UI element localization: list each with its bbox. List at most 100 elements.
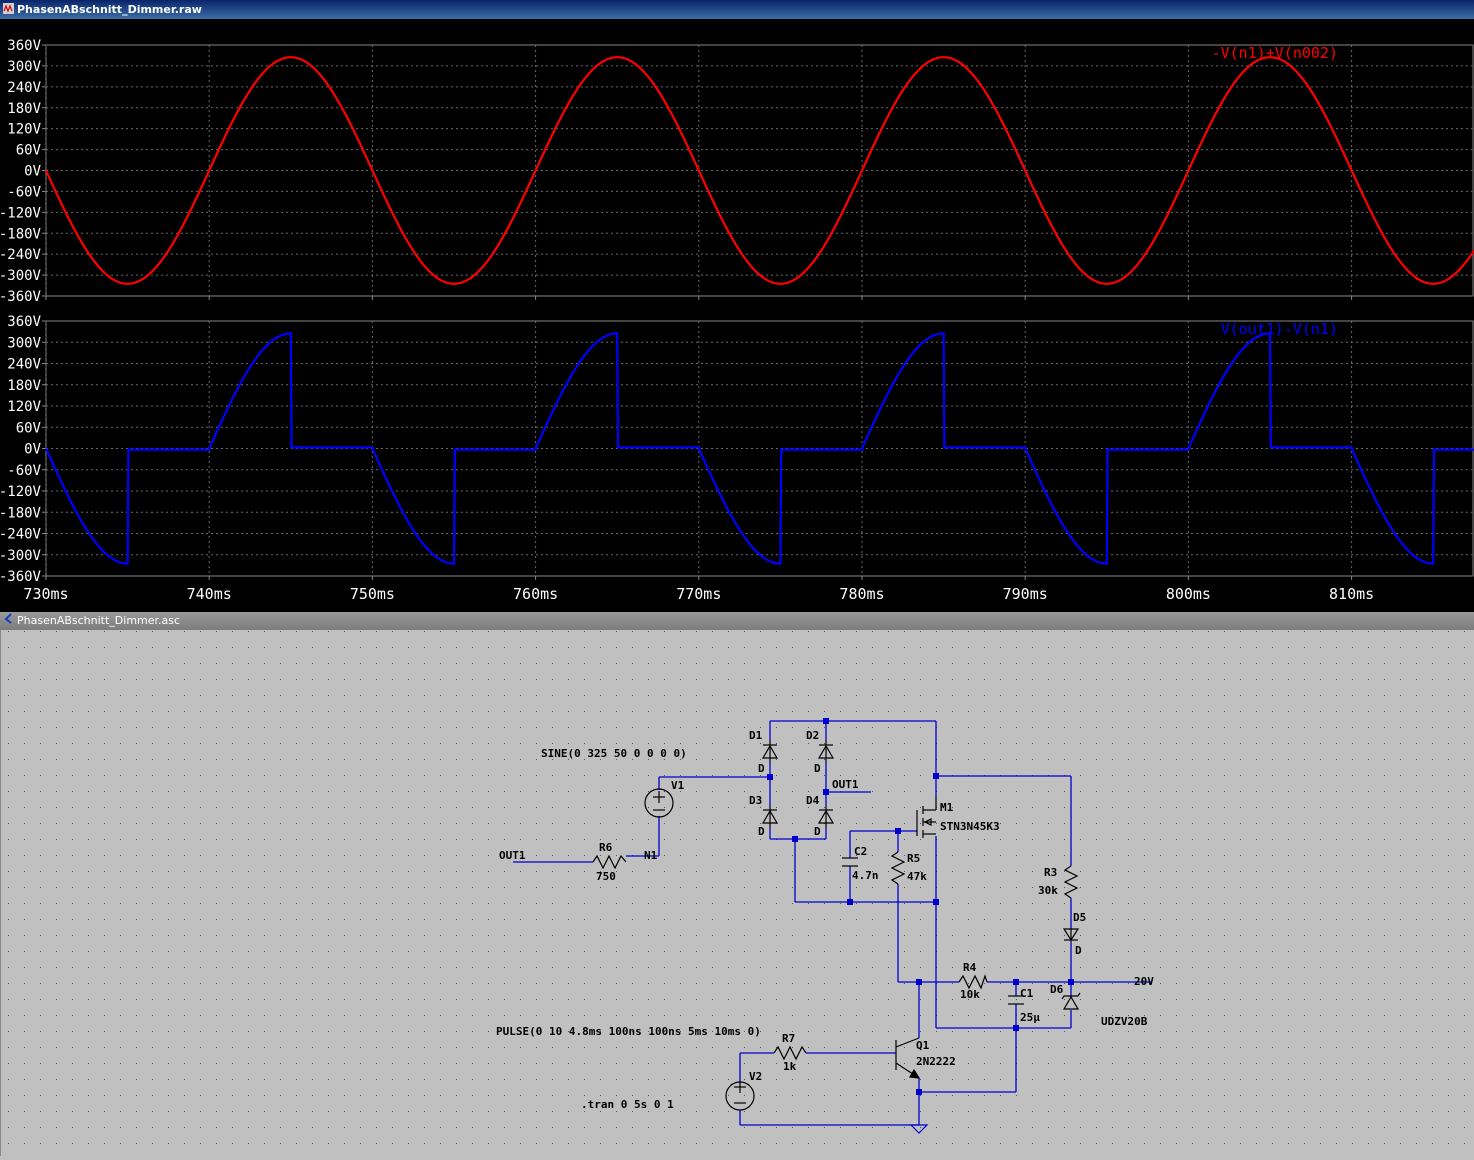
v2-pulse-spec[interactable]: PULSE(0 10 4.8ms 100ns 100ns 5ms 10ms 0) bbox=[496, 1025, 761, 1038]
x-tick-label: 760ms bbox=[513, 585, 558, 603]
waveform-window-title: PhasenABschnitt_Dimmer.raw bbox=[17, 3, 202, 16]
label-v2[interactable]: V2 bbox=[749, 1070, 762, 1083]
label-r4-val: 10k bbox=[960, 988, 980, 1001]
y-tick-label: -180V bbox=[0, 226, 42, 242]
y-tick-label: -60V bbox=[7, 184, 41, 200]
y-tick-label: -300V bbox=[0, 548, 42, 564]
label-c1[interactable]: C1 bbox=[1020, 987, 1034, 1000]
x-tick-label: 790ms bbox=[1003, 585, 1048, 603]
y-tick-label: 0V bbox=[24, 164, 41, 180]
voltage-source-v1[interactable] bbox=[644, 788, 674, 818]
label-d1-model: D bbox=[758, 762, 765, 775]
schematic-window-titlebar[interactable]: PhasenABschnitt_Dimmer.asc bbox=[0, 612, 1474, 630]
y-tick-label: 180V bbox=[7, 378, 41, 394]
label-net-out1[interactable]: OUT1 bbox=[832, 778, 859, 791]
v1-sine-spec[interactable]: SINE(0 325 50 0 0 0 0) bbox=[541, 747, 687, 760]
y-tick-label: -240V bbox=[0, 527, 42, 543]
y-tick-label: -300V bbox=[0, 268, 42, 284]
wires bbox=[513, 720, 1151, 1126]
schematic-app-icon bbox=[3, 612, 14, 630]
diode-d1[interactable] bbox=[761, 740, 779, 762]
label-d1[interactable]: D1 bbox=[749, 729, 763, 742]
trace-output[interactable] bbox=[44, 332, 1474, 565]
x-tick-label: 810ms bbox=[1329, 585, 1374, 603]
label-r3-val: 30k bbox=[1038, 884, 1058, 897]
label-d3[interactable]: D3 bbox=[749, 794, 762, 807]
components bbox=[592, 740, 1081, 1134]
label-v1[interactable]: V1 bbox=[671, 779, 685, 792]
diode-d5[interactable] bbox=[1062, 928, 1080, 942]
ground-symbol bbox=[909, 1124, 929, 1134]
label-d2-model: D bbox=[814, 762, 821, 775]
schematic-window-title: PhasenABschnitt_Dimmer.asc bbox=[17, 614, 181, 627]
label-r6[interactable]: R6 bbox=[599, 841, 613, 854]
label-net-20v[interactable]: 20V bbox=[1134, 975, 1154, 988]
schematic-canvas[interactable]: SINE(0 325 50 0 0 0 0) V1 D1 D2 D D D3 D… bbox=[0, 630, 1474, 1156]
capacitor-c2[interactable] bbox=[842, 857, 858, 867]
label-d5-model: D bbox=[1075, 944, 1082, 957]
diode-d3[interactable] bbox=[761, 806, 779, 828]
waveform-app-icon bbox=[3, 1, 14, 20]
x-tick-label: 780ms bbox=[839, 585, 884, 603]
y-tick-label: -360V bbox=[0, 289, 42, 305]
trace-label[interactable]: -V(n1)+V(n002) bbox=[1212, 44, 1338, 62]
label-r5-val: 47k bbox=[907, 870, 927, 883]
label-m1[interactable]: M1 bbox=[940, 801, 954, 814]
y-tick-label: 180V bbox=[7, 101, 41, 117]
label-r7[interactable]: R7 bbox=[782, 1032, 795, 1045]
label-r5[interactable]: R5 bbox=[907, 852, 920, 865]
capacitor-c1[interactable] bbox=[1008, 995, 1024, 1005]
y-tick-label: -120V bbox=[0, 205, 42, 221]
waveform-window-titlebar[interactable]: PhasenABschnitt_Dimmer.raw bbox=[0, 0, 1474, 19]
diode-d2[interactable] bbox=[817, 740, 835, 762]
label-m1-model: STN3N45K3 bbox=[940, 820, 1000, 833]
zener-d6[interactable] bbox=[1061, 992, 1081, 1010]
label-c2[interactable]: C2 bbox=[854, 845, 867, 858]
plot-pane-top[interactable]: 360V300V240V180V120V60V0V-60V-120V-180V-… bbox=[0, 38, 1474, 305]
x-tick-label: 800ms bbox=[1166, 585, 1211, 603]
trace-input[interactable] bbox=[44, 56, 1474, 285]
label-q1[interactable]: Q1 bbox=[916, 1039, 930, 1052]
label-d6-model: UDZV20B bbox=[1101, 1015, 1148, 1028]
y-tick-label: -360V bbox=[0, 569, 42, 585]
label-d5[interactable]: D5 bbox=[1073, 911, 1086, 924]
resistor-r7[interactable] bbox=[773, 1045, 807, 1061]
label-net-n1[interactable]: N1 bbox=[644, 849, 658, 862]
waveform-plot-area[interactable]: 360V300V240V180V120V60V0V-60V-120V-180V-… bbox=[0, 19, 1474, 612]
label-d3-model: D bbox=[758, 825, 765, 838]
resistor-r5[interactable] bbox=[890, 851, 906, 885]
label-c1-val: 25µ bbox=[1020, 1011, 1040, 1024]
y-tick-label: -180V bbox=[0, 505, 42, 521]
label-d6[interactable]: D6 bbox=[1050, 983, 1064, 996]
y-tick-label: 120V bbox=[7, 122, 41, 138]
schematic-drawing[interactable]: SINE(0 325 50 0 0 0 0) V1 D1 D2 D D D3 D… bbox=[1, 630, 1474, 1156]
label-d4-model: D bbox=[814, 825, 821, 838]
resistor-r3[interactable] bbox=[1063, 865, 1079, 899]
trace-label[interactable]: V(out1)-V(n1) bbox=[1221, 320, 1338, 338]
resistor-r6[interactable] bbox=[592, 854, 627, 870]
y-tick-label: 360V bbox=[7, 314, 41, 330]
label-d4[interactable]: D4 bbox=[806, 794, 820, 807]
schematic-grid bbox=[1, 630, 1474, 1156]
label-r3[interactable]: R3 bbox=[1044, 866, 1057, 879]
y-tick-label: 60V bbox=[16, 420, 42, 436]
diode-d4[interactable] bbox=[817, 806, 835, 828]
voltage-source-v2[interactable] bbox=[725, 1081, 755, 1111]
x-tick-label: 770ms bbox=[676, 585, 721, 603]
label-q1-model: 2N2222 bbox=[916, 1055, 956, 1068]
x-tick-label: 740ms bbox=[187, 585, 232, 603]
y-tick-label: -120V bbox=[0, 484, 42, 500]
tran-directive[interactable]: .tran 0 5s 0 1 bbox=[581, 1098, 674, 1111]
plot-pane-bottom[interactable]: 360V300V240V180V120V60V0V-60V-120V-180V-… bbox=[0, 314, 1474, 585]
label-net-out1-left[interactable]: OUT1 bbox=[499, 849, 526, 862]
y-tick-label: 60V bbox=[16, 143, 42, 159]
label-r7-val: 1k bbox=[783, 1060, 797, 1073]
label-r4[interactable]: R4 bbox=[963, 961, 977, 974]
transistor-q1[interactable] bbox=[895, 1037, 921, 1079]
x-tick-label: 730ms bbox=[23, 585, 68, 603]
mosfet-m1[interactable] bbox=[916, 797, 937, 838]
label-d2[interactable]: D2 bbox=[806, 729, 819, 742]
resistor-r4[interactable] bbox=[958, 974, 988, 990]
